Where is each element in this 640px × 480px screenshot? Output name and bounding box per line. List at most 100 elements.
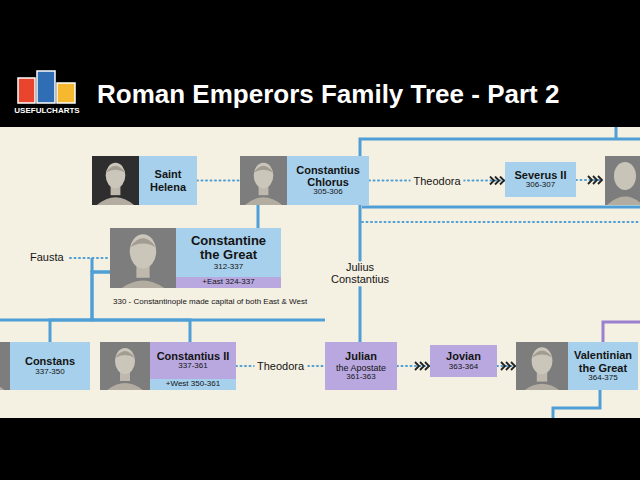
portrait-hair: [115, 351, 135, 358]
portrait-bust: [605, 156, 640, 205]
portrait-bust: [100, 342, 150, 390]
emperor-name: Constans: [25, 355, 75, 367]
portrait-head: [614, 162, 636, 190]
emperor-box: Saint Helena: [92, 156, 197, 205]
name-section: Constans337-350: [10, 342, 90, 390]
reign-years: 306-307: [526, 181, 555, 190]
portrait-head: [115, 348, 135, 374]
emperor-name: Jovian: [446, 350, 481, 362]
emperor-name: Constantius II: [157, 350, 230, 362]
portrait-shoulders: [245, 197, 282, 205]
logo-bar: [57, 83, 75, 103]
emperor-box: Jovian363-364: [430, 345, 497, 377]
relation-label: Julius Constantius: [317, 261, 403, 286]
name-panel: Valentinian the Great364-375: [568, 342, 638, 390]
name-panel: Constans337-350: [10, 342, 90, 390]
marriage-line: [397, 365, 430, 367]
name-section: Severus II306-307: [505, 162, 576, 197]
lineage-line: [91, 258, 94, 272]
reign-years: 337-350: [35, 368, 64, 377]
lineage-line: [362, 206, 640, 209]
emperor-name: Severus II: [515, 169, 567, 181]
lineage-line: [0, 319, 325, 322]
portrait-hair: [532, 350, 553, 357]
lineage-line: [257, 205, 260, 228]
co-reign-years: +West 350-361: [154, 380, 232, 389]
name-panel: Severus II306-307: [505, 162, 576, 197]
portrait-shoulders: [522, 384, 562, 390]
name-panel: Jovian363-364: [430, 345, 497, 377]
emperor-box: Constantine the Great312-337+East 324-33…: [110, 228, 281, 288]
emperor-name: Valentinian the Great: [572, 349, 634, 374]
emperor-box: Constantius Chlorus305-306: [240, 156, 369, 205]
lineage-line: [50, 272, 110, 342]
succession-line: [576, 179, 603, 181]
name-section: Valentinian the Great364-375: [568, 342, 638, 390]
portrait-ground: [100, 342, 150, 390]
lineage-line: [603, 322, 640, 342]
co-reign-years: +East 324-337: [180, 278, 277, 287]
portrait-bust: [92, 156, 139, 205]
logo-bar: [37, 71, 55, 103]
portrait-hair: [254, 166, 274, 173]
name-panel: Saint Helena: [139, 156, 197, 205]
reign-years: 337-361: [178, 362, 207, 371]
name-panel: Constantius Chlorus305-306: [287, 156, 369, 205]
title-bar: [0, 0, 640, 127]
emperor-box: Constantius II337-361 +West 350-361: [100, 342, 236, 390]
name-section: Constantius Chlorus305-306: [287, 156, 369, 205]
emperor-box: Valentinian the Great364-375: [516, 342, 638, 390]
portrait-bust: [516, 342, 568, 390]
name-section: Saint Helena: [139, 156, 197, 205]
relation-label: Theodora: [410, 174, 463, 187]
lineage-line: [360, 139, 640, 156]
portrait-head: [130, 234, 156, 268]
portrait-bust: [0, 342, 10, 390]
name-section: Julianthe Apostate361-363: [325, 342, 397, 390]
reign-years: 361-363: [346, 373, 375, 382]
portrait-bust: [240, 156, 287, 205]
name-section: Constantine the Great312-337: [176, 228, 281, 277]
bottom-bar: [0, 418, 640, 480]
marriage-line: [197, 180, 240, 182]
lineage-line: [615, 127, 618, 139]
name-panel: Julianthe Apostate361-363: [325, 342, 397, 390]
note-label: Fausta: [30, 251, 64, 263]
relation-label: Theodora: [254, 360, 307, 373]
portrait-bust: [110, 228, 176, 288]
portrait-ground: [92, 156, 139, 205]
epithet: the Apostate: [336, 363, 386, 373]
reign-years: 364-375: [588, 374, 617, 383]
marriage-line: [70, 257, 110, 259]
name-panel: Constantine the Great312-337+East 324-33…: [176, 228, 281, 288]
portrait-hair: [130, 238, 156, 247]
lineage-line: [553, 390, 600, 418]
logo-text: USEFULCHARTS: [14, 106, 79, 115]
marriage-line: [362, 221, 640, 223]
emperor-name: Constantius Chlorus: [291, 164, 365, 189]
marriage-line: [497, 365, 516, 367]
portrait-head: [254, 163, 274, 188]
reign-years: 312-337: [214, 263, 243, 272]
logo-bar: [18, 78, 35, 103]
emperor-box: Constans337-350: [0, 342, 90, 390]
emperor-name: Constantine the Great: [180, 234, 277, 263]
portrait-shoulders: [607, 197, 640, 206]
emperor-box: Julianthe Apostate361-363: [325, 342, 397, 390]
emperor-name: Saint Helena: [143, 168, 193, 193]
reign-years: 305-306: [313, 188, 342, 197]
portrait-shoulders: [118, 280, 168, 288]
portrait-ground: [605, 156, 640, 205]
portrait-shoulders: [0, 382, 4, 390]
co-reign-strip: +West 350-361: [150, 379, 236, 390]
portrait-head: [532, 347, 553, 374]
reign-years: 363-364: [449, 363, 478, 372]
portrait-ground: [240, 156, 287, 205]
note-label: 330 - Constantinople made capital of bot…: [113, 297, 307, 306]
name-panel: Constantius II337-361 +West 350-361: [150, 342, 236, 390]
portrait-shoulders: [106, 383, 144, 390]
emperor-name: Julian: [345, 350, 377, 362]
portrait-ground: [516, 342, 568, 390]
